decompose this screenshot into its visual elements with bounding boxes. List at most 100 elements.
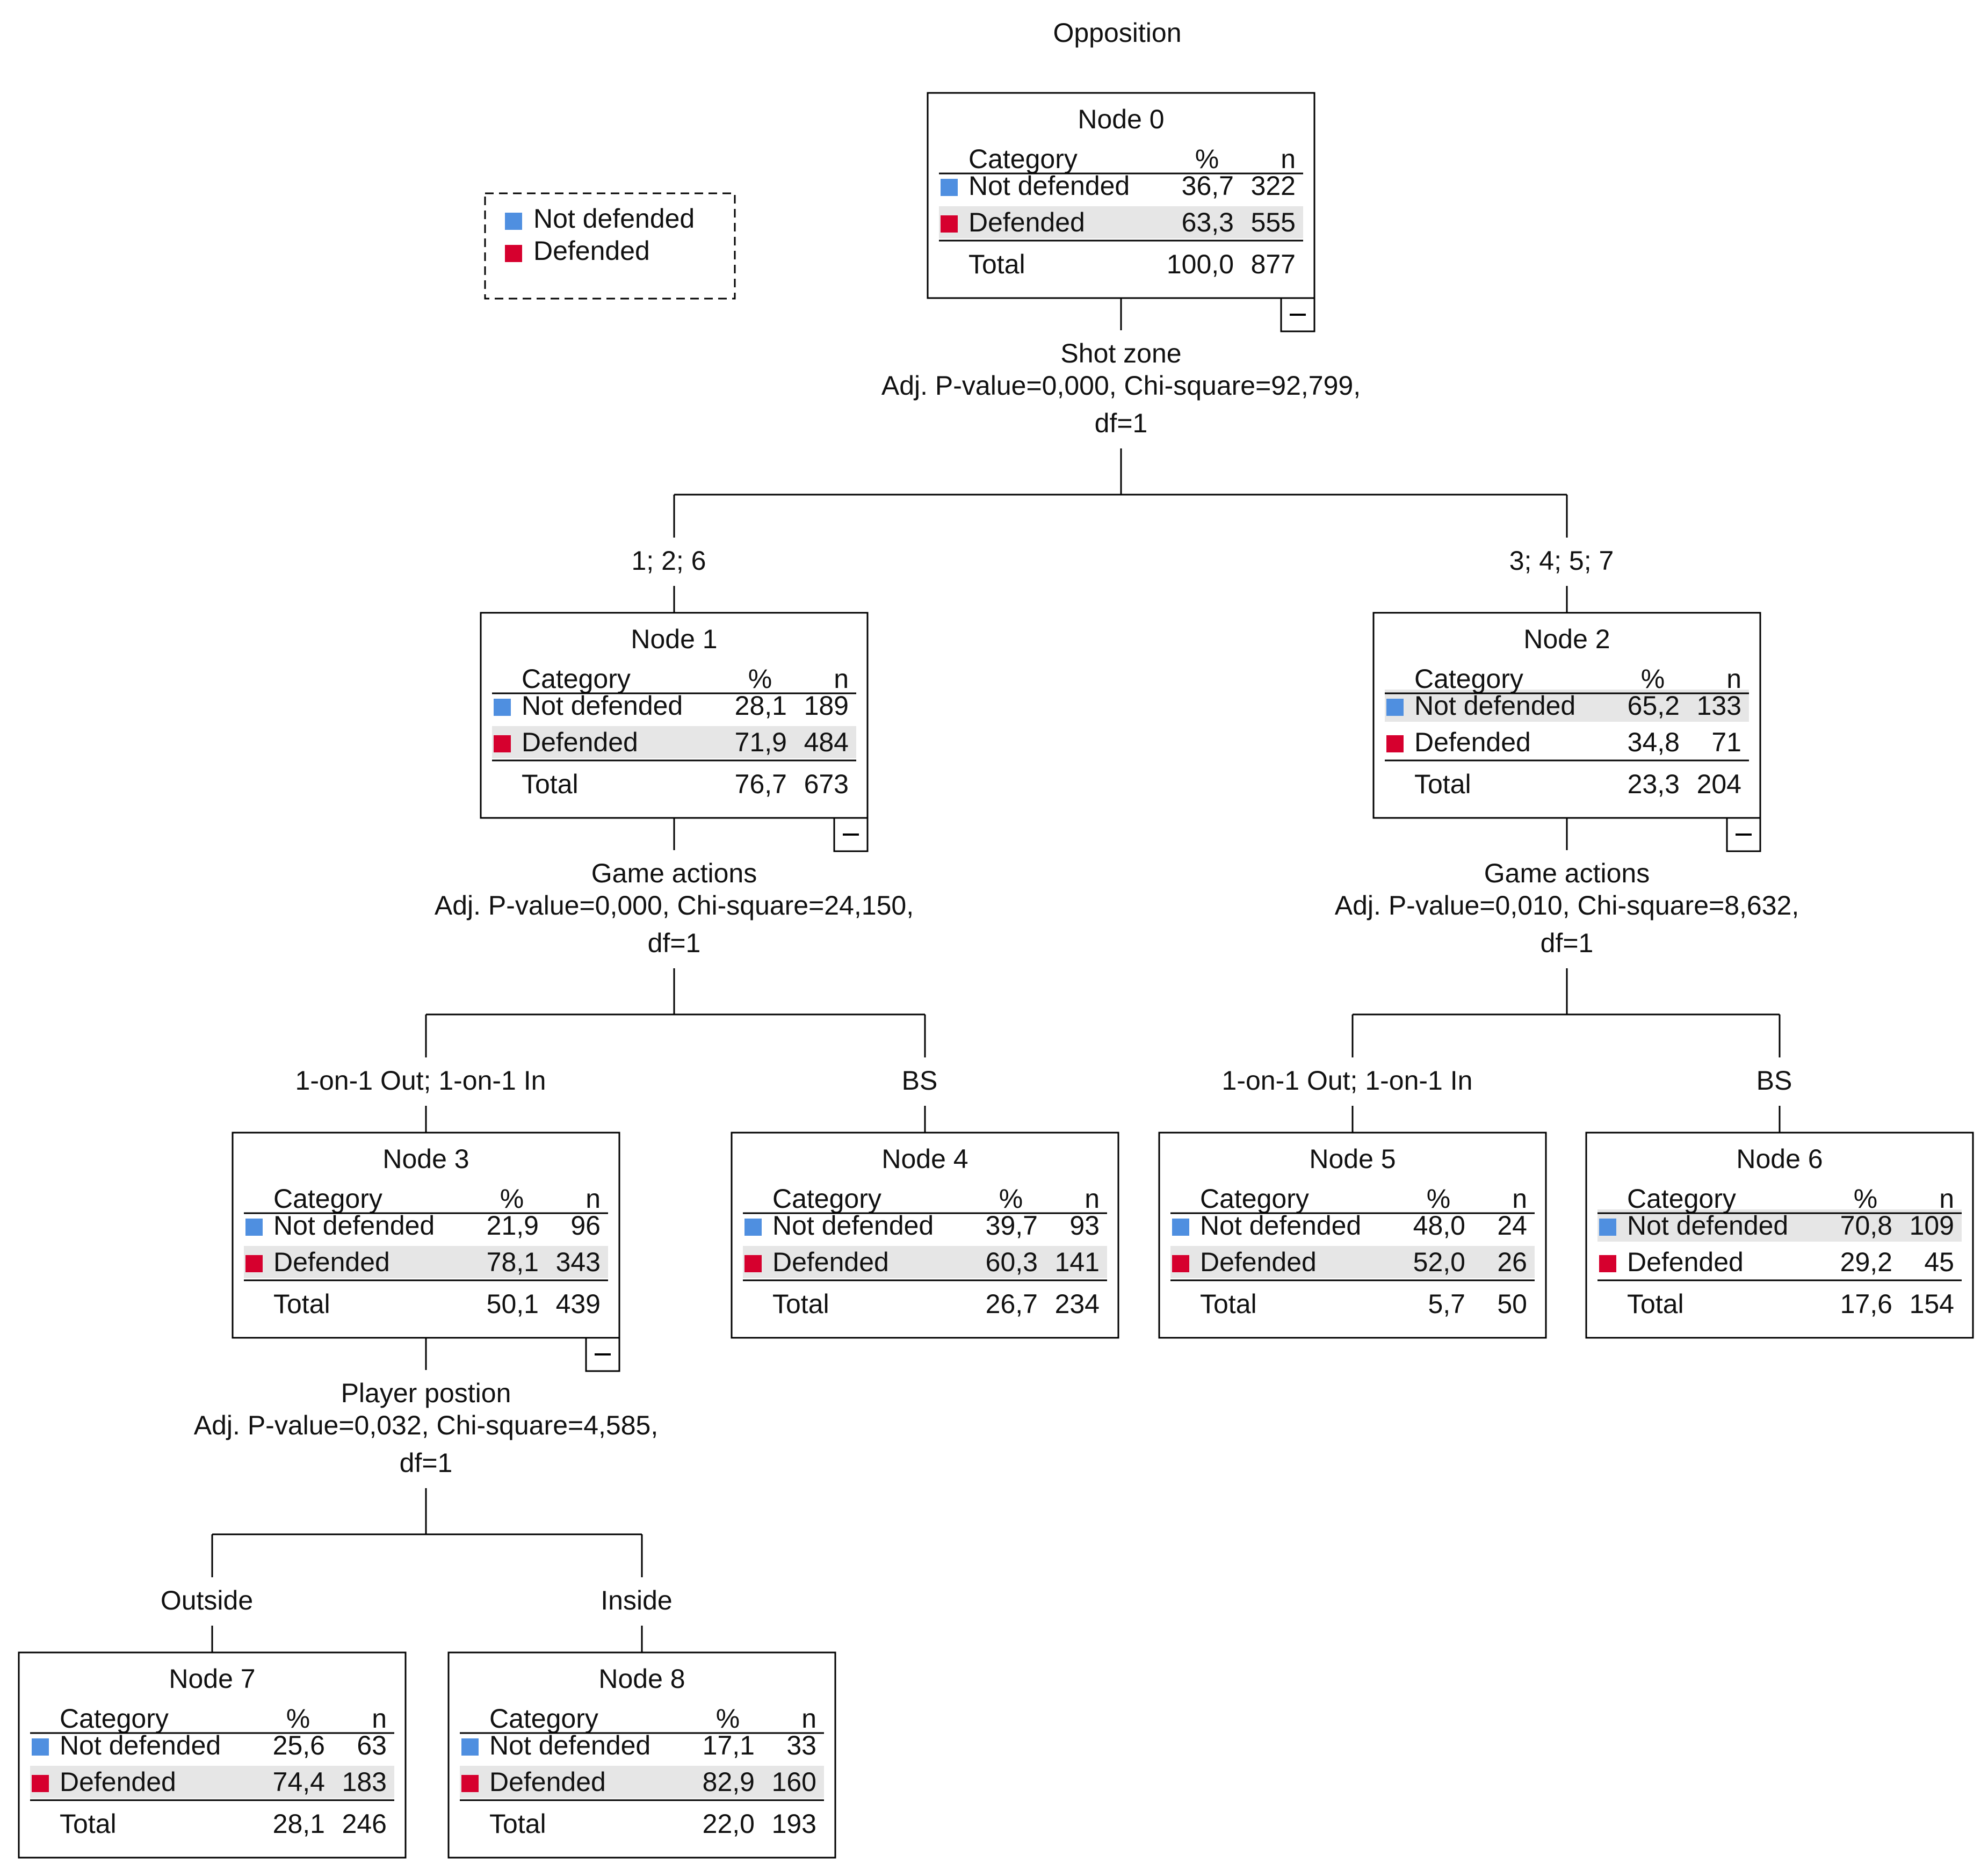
row-label-not-defended: Not defended	[1414, 691, 1575, 721]
row-label-defended: Defended	[522, 727, 638, 757]
defended-swatch	[245, 1255, 263, 1272]
column-header-category: Category	[489, 1703, 598, 1734]
defended-percent: 63,3	[1182, 207, 1234, 237]
not-defended-n: 93	[1069, 1210, 1100, 1241]
row-label-total: Total	[522, 769, 579, 799]
collapse-button[interactable]	[1726, 817, 1761, 852]
not-defended-percent: 48,0	[1413, 1210, 1465, 1241]
legend-label: Defended	[533, 236, 650, 266]
not-defended-swatch	[941, 179, 958, 196]
not-defended-swatch	[1599, 1219, 1616, 1236]
not-defended-n: 33	[786, 1730, 816, 1760]
row-label-total: Total	[489, 1809, 546, 1839]
row-label-not-defended: Not defended	[489, 1730, 650, 1760]
row-label-defended: Defended	[1627, 1247, 1744, 1277]
total-n: 439	[556, 1289, 601, 1319]
not-defended-swatch	[245, 1219, 263, 1236]
collapse-button[interactable]	[585, 1337, 620, 1372]
highlight-row	[492, 726, 856, 758]
split-df-label: df=1	[1095, 408, 1148, 438]
total-n: 193	[772, 1809, 816, 1839]
total-n: 246	[342, 1809, 387, 1839]
not-defended-n: 133	[1697, 691, 1741, 721]
total-percent: 22,0	[703, 1809, 755, 1839]
legend-swatch	[505, 213, 522, 230]
node-box	[232, 1132, 620, 1339]
split-df-label: df=1	[648, 928, 701, 958]
node-title: Node 8	[598, 1664, 685, 1694]
node-box	[1372, 612, 1761, 819]
collapse-button[interactable]	[1280, 297, 1315, 332]
highlight-row	[939, 206, 1303, 238]
column-header-n: n	[1939, 1184, 1954, 1214]
collapse-button[interactable]	[833, 817, 869, 852]
total-percent: 100,0	[1167, 249, 1234, 279]
column-header-n: n	[372, 1703, 387, 1734]
defended-swatch	[941, 215, 958, 233]
row-label-defended: Defended	[968, 207, 1085, 237]
total-percent: 50,1	[487, 1289, 539, 1319]
node-box	[447, 1651, 836, 1859]
column-header-category: Category	[968, 144, 1078, 174]
branch-label: 1-on-1 Out; 1-on-1 In	[295, 1065, 546, 1096]
defended-swatch	[461, 1775, 479, 1792]
branch-label: 3; 4; 5; 7	[1509, 546, 1614, 576]
row-label-total: Total	[1627, 1289, 1684, 1319]
defended-percent: 60,3	[986, 1247, 1038, 1277]
column-header-n: n	[1512, 1184, 1527, 1214]
not-defended-n: 189	[804, 691, 849, 721]
defended-n: 71	[1711, 727, 1741, 757]
row-label-not-defended: Not defended	[968, 171, 1130, 201]
row-label-defended: Defended	[1414, 727, 1531, 757]
column-header-percent: %	[1195, 144, 1219, 174]
column-header-category: Category	[273, 1184, 382, 1214]
defended-swatch	[744, 1255, 762, 1272]
defended-swatch	[1599, 1255, 1616, 1272]
not-defended-percent: 21,9	[487, 1210, 539, 1241]
not-defended-n: 24	[1497, 1210, 1527, 1241]
branch-label: BS	[1756, 1065, 1792, 1096]
column-header-n: n	[834, 664, 849, 694]
node-title: Node 1	[631, 624, 717, 654]
node-title: Node 2	[1523, 624, 1610, 654]
split-stats-label: Adj. P-value=0,000, Chi-square=92,799,	[881, 371, 1361, 401]
defended-swatch	[32, 1775, 49, 1792]
total-percent: 28,1	[273, 1809, 325, 1839]
row-label-defended: Defended	[772, 1247, 889, 1277]
row-label-not-defended: Not defended	[522, 691, 683, 721]
defended-percent: 71,9	[735, 727, 787, 757]
row-label-not-defended: Not defended	[1627, 1210, 1788, 1241]
defended-percent: 82,9	[703, 1767, 755, 1797]
row-label-defended: Defended	[489, 1767, 606, 1797]
total-n: 50	[1497, 1289, 1527, 1319]
total-percent: 17,6	[1840, 1289, 1892, 1319]
row-label-total: Total	[273, 1289, 330, 1319]
defended-n: 484	[804, 727, 849, 757]
total-percent: 5,7	[1428, 1289, 1465, 1319]
branch-label: Outside	[161, 1585, 253, 1615]
column-header-percent: %	[999, 1184, 1023, 1214]
highlight-row	[244, 1246, 608, 1278]
not-defended-percent: 25,6	[273, 1730, 325, 1760]
column-header-percent: %	[716, 1703, 740, 1734]
branch-label: Inside	[601, 1585, 672, 1615]
defended-swatch	[1386, 735, 1404, 752]
highlight-row	[1170, 1246, 1535, 1278]
legend-border	[484, 192, 736, 300]
not-defended-swatch	[1172, 1219, 1189, 1236]
column-header-n: n	[1281, 144, 1296, 174]
not-defended-percent: 28,1	[735, 691, 787, 721]
column-header-n: n	[1085, 1184, 1100, 1214]
defended-percent: 29,2	[1840, 1247, 1892, 1277]
highlight-row	[30, 1766, 394, 1798]
